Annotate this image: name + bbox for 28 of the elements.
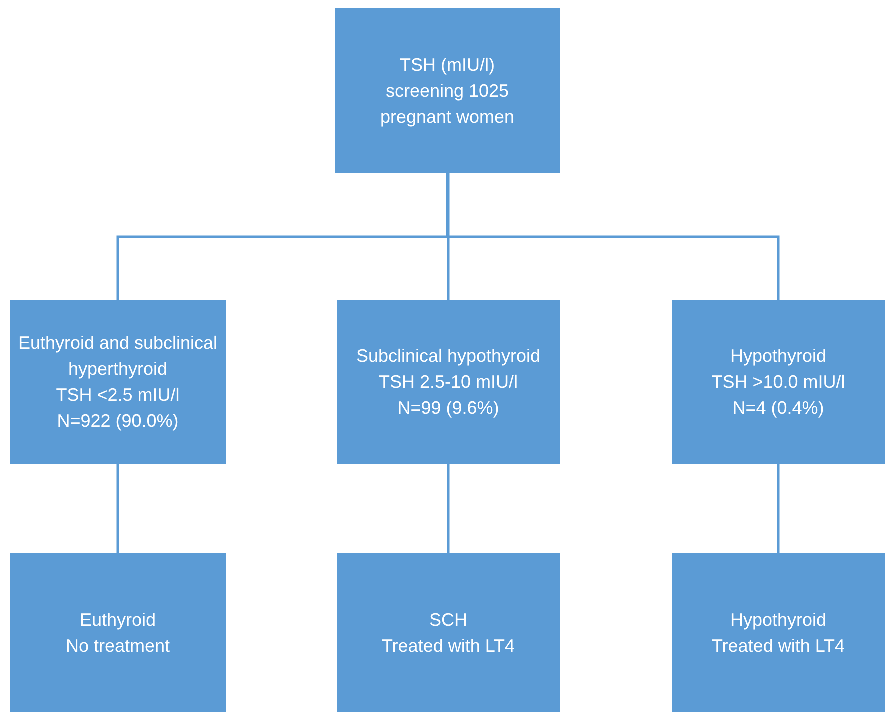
box-text: Euthyroid xyxy=(80,608,156,632)
process-box xyxy=(10,553,226,712)
box-text: N=922 (90.0%) xyxy=(57,410,179,433)
box-text: Treated with LT4 xyxy=(382,634,516,658)
process-box xyxy=(337,300,560,464)
box-text: Subclinical hypothyroid xyxy=(356,345,541,368)
connector-line xyxy=(446,173,780,300)
connector-line xyxy=(447,464,450,553)
box-text: SCH xyxy=(429,608,468,632)
box-text: N=99 (9.6%) xyxy=(398,397,500,420)
box-text: Euthyroid and subclinical hyperthyroid xyxy=(17,332,219,381)
box-text: TSH <2.5 mIU/l xyxy=(56,384,180,407)
box-text: TSH >10.0 mIU/l xyxy=(712,371,846,394)
box-text: N=4 (0.4%) xyxy=(732,397,824,420)
box-text: TSH (mIU/l) screening 1025 pregnant women xyxy=(379,54,516,129)
connector-line xyxy=(447,173,450,300)
box-text: Hypothyroid xyxy=(730,608,827,632)
box-text: Treated with LT4 xyxy=(712,634,846,658)
process-box xyxy=(335,8,560,173)
process-box xyxy=(10,300,226,464)
process-box xyxy=(672,300,885,464)
connector-line xyxy=(116,464,120,553)
box-text: Hypothyroid xyxy=(730,345,827,368)
process-box xyxy=(672,553,885,712)
process-box xyxy=(337,553,560,712)
box-text: TSH 2.5-10 mIU/l xyxy=(378,371,518,394)
box-text: No treatment xyxy=(66,634,170,658)
connector-line xyxy=(777,464,780,553)
